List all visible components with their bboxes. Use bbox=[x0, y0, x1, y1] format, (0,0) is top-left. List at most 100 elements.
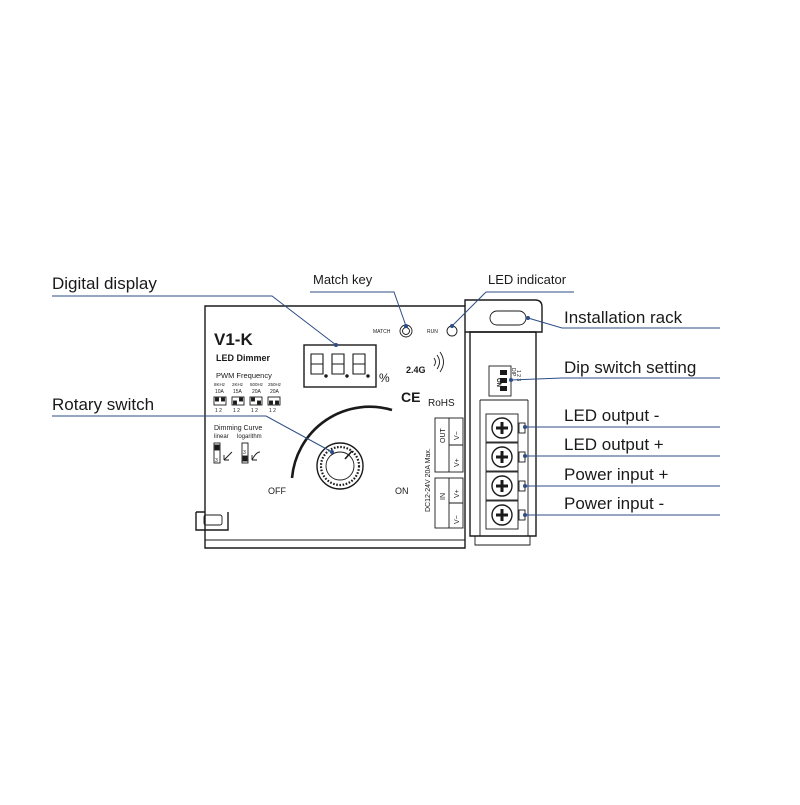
pwm-dip-icons bbox=[213, 396, 281, 406]
curve-linear: linear bbox=[214, 434, 229, 440]
curve-log: logarithm bbox=[237, 434, 262, 440]
rotary-pointer bbox=[344, 450, 353, 460]
display-digit-2 bbox=[331, 353, 345, 375]
pwm-dip-num-2: 1 2 bbox=[233, 408, 240, 414]
mount-tab-left-slot bbox=[203, 514, 223, 526]
callout-installation-rack: Installation rack bbox=[564, 308, 683, 327]
terminal-power-in-plus bbox=[485, 471, 526, 501]
curve-num-1: 3 bbox=[215, 458, 218, 464]
callout-power-input-minus: Power input - bbox=[564, 494, 664, 513]
rotary-off-label: OFF bbox=[268, 486, 286, 496]
rotary-on-label: ON bbox=[395, 486, 409, 496]
rotary-knob-grip[interactable] bbox=[319, 445, 361, 487]
out-v-plus: V+ bbox=[454, 458, 461, 467]
wireless-label: 2.4G bbox=[406, 365, 426, 375]
display-digit-3 bbox=[352, 353, 366, 375]
model-label: V1-K bbox=[214, 330, 253, 349]
dip-switch-2[interactable] bbox=[500, 378, 507, 383]
rating-label: DC12-24V 20A Max. bbox=[425, 448, 432, 512]
pwm-dip-num-4: 1 2 bbox=[269, 408, 276, 414]
terminal-led-out-minus bbox=[485, 413, 526, 443]
leader-dot-match-key bbox=[404, 324, 408, 328]
leader-installation-rack bbox=[527, 317, 720, 329]
leader-match-key bbox=[310, 291, 407, 327]
display-digits bbox=[310, 353, 370, 378]
pwm-title: PWM Frequency bbox=[216, 371, 272, 380]
dip-on-label: ON bbox=[495, 378, 501, 387]
dip-switch-1[interactable] bbox=[500, 370, 507, 375]
rotary-switch[interactable] bbox=[290, 405, 393, 490]
callout-match-key: Match key bbox=[313, 272, 373, 287]
callout-led-output-minus: LED output - bbox=[564, 406, 659, 425]
leader-lines bbox=[52, 291, 720, 517]
leader-digital-display bbox=[52, 295, 337, 346]
callout-power-input-plus: Power input + bbox=[564, 465, 668, 484]
pwm-current-2: 15A bbox=[233, 389, 243, 395]
terminal-bottom-lip bbox=[474, 536, 531, 546]
dip-numbers-label: 1 2 3 bbox=[515, 370, 521, 381]
curve-num-2: 3 bbox=[243, 450, 246, 456]
wireless-icon bbox=[433, 351, 444, 373]
leader-dot-rotary-switch bbox=[330, 450, 334, 454]
installation-rack-shape bbox=[464, 299, 543, 333]
dip-switch-3[interactable] bbox=[500, 386, 507, 391]
display-frame bbox=[303, 344, 377, 388]
display-digit-1 bbox=[310, 353, 324, 375]
leader-led-indicator bbox=[451, 291, 574, 327]
installation-rack-slot bbox=[489, 310, 527, 326]
display-dot-3 bbox=[366, 374, 370, 378]
display-dot-2 bbox=[345, 374, 349, 378]
pwm-freq-2: 2KHz bbox=[232, 382, 244, 387]
match-key-inner[interactable] bbox=[402, 327, 410, 335]
terminal-housing bbox=[469, 331, 537, 537]
curve-title: Dimming Curve bbox=[214, 425, 262, 432]
pwm-dip-num-1: 1 2 bbox=[215, 408, 222, 414]
terminal-frame bbox=[479, 400, 529, 536]
pwm-current-1: 10A bbox=[215, 389, 225, 395]
leader-dot-led-indicator bbox=[450, 324, 454, 328]
out-label: OUT bbox=[440, 428, 447, 444]
terminal-screws bbox=[485, 413, 526, 530]
rotary-knob-inner[interactable] bbox=[325, 451, 355, 481]
terminal-label-block: OUT V− V+ IN V+ V− DC12-24V 20A Max. bbox=[425, 417, 464, 529]
mount-tab-left bbox=[195, 511, 229, 531]
leader-rotary-switch bbox=[52, 415, 333, 453]
device-body bbox=[195, 299, 543, 549]
pwm-freq-3: 500Hz bbox=[250, 382, 264, 387]
terminal-power-in-minus bbox=[485, 500, 526, 530]
in-v-plus: V+ bbox=[454, 489, 461, 498]
digital-display: % bbox=[303, 344, 390, 388]
dip-dip-label: DIP bbox=[510, 368, 516, 377]
leader-dot-installation-rack bbox=[526, 316, 530, 320]
rohs-mark: RoHS bbox=[428, 398, 455, 409]
in-label: IN bbox=[440, 493, 447, 500]
display-percent: % bbox=[379, 371, 390, 385]
pwm-current-4: 20A bbox=[270, 389, 280, 395]
callout-labels: Digital display Match key LED indicator … bbox=[52, 272, 696, 513]
leader-dip-switch bbox=[510, 377, 720, 381]
subtitle-label: LED Dimmer bbox=[216, 353, 271, 363]
curve-icons bbox=[213, 442, 261, 464]
leader-dot-dip-switch bbox=[509, 378, 513, 382]
terminal-led-out-plus bbox=[485, 442, 526, 472]
rotary-knob-outer[interactable] bbox=[316, 442, 364, 490]
callout-digital-display: Digital display bbox=[52, 274, 157, 293]
ce-mark: CE bbox=[401, 389, 420, 405]
leader-dot-digital-display bbox=[334, 343, 338, 347]
out-v-minus: V− bbox=[454, 431, 461, 440]
pwm-dip-num-3: 1 2 bbox=[251, 408, 258, 414]
pwm-current-3: 20A bbox=[252, 389, 262, 395]
match-text: MATCH bbox=[373, 329, 391, 335]
leader-dot-power-input-plus bbox=[523, 484, 527, 488]
leader-dot-power-input-minus bbox=[523, 513, 527, 517]
callout-led-output-plus: LED output + bbox=[564, 435, 664, 454]
pwm-freq-1: 8KHz bbox=[214, 382, 226, 387]
in-block-dividers bbox=[448, 478, 463, 528]
callout-dip-switch: Dip switch setting bbox=[564, 358, 696, 377]
rotary-arc bbox=[290, 405, 393, 479]
pwm-options: 8KHz 10A 2KHz 15A 500Hz 20A 250Hz 20A bbox=[214, 382, 282, 395]
pwm-freq-4: 250Hz bbox=[268, 382, 282, 387]
callout-led-indicator: LED indicator bbox=[488, 272, 567, 287]
